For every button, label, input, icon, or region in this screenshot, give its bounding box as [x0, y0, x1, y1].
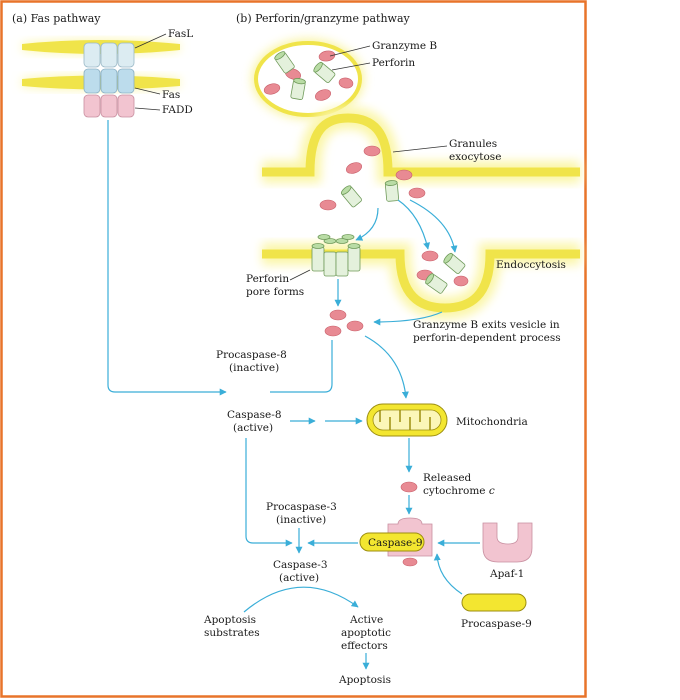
granules-leader — [392, 145, 448, 153]
pore-label-2: pore forms — [246, 286, 304, 298]
arrow-substrates-to-effectors — [243, 586, 359, 613]
caspase3-label-1: Caspase-3 — [273, 559, 328, 571]
panel-b-title: (b) Perforin/granzyme pathway — [236, 12, 411, 25]
exits-label-2: perforin-dependent process — [413, 332, 561, 344]
apoptosome — [359, 517, 433, 567]
panel-a-title: (a) Fas pathway — [12, 12, 101, 25]
target-membrane — [262, 243, 580, 320]
caspase9-label: Caspase-9 — [368, 537, 423, 549]
granzyme-exo-2 — [345, 162, 363, 174]
perforin-leader — [331, 62, 371, 71]
apaf1-label: Apaf-1 — [489, 568, 524, 580]
substrates-label-2: substrates — [204, 627, 260, 639]
perforin-syn-1 — [340, 185, 362, 208]
granzyme-cyto-3 — [324, 325, 342, 337]
procaspase9-label: Procaspase-9 — [461, 618, 532, 630]
endocytosis-label: Endoccytosis — [496, 259, 566, 271]
perforin-endo-1 — [443, 252, 466, 274]
orange-frame — [0, 0, 587, 698]
substrates-label-1: Apoptosis — [203, 614, 256, 626]
effectors-label-2: apoptotic — [341, 627, 391, 639]
pore-label-1: Perforin — [246, 273, 289, 285]
mitochondria-label: Mitochondria — [456, 416, 528, 428]
granule — [252, 39, 364, 119]
arrow-to-vesicle-2 — [409, 199, 458, 253]
arrow-vesicle-exit — [373, 311, 443, 326]
arrow-granzyme-to-mito — [364, 335, 409, 399]
procaspase3-label-1: Procaspase-3 — [266, 501, 337, 513]
pore-leader — [289, 269, 311, 281]
fas-to-caspase8-arrow — [107, 120, 227, 396]
granzyme-syn-3 — [408, 187, 426, 199]
procaspase3-label-2: (inactive) — [276, 514, 326, 526]
fas-label: Fas — [162, 89, 180, 101]
granzyme-b-leader — [329, 45, 371, 57]
caspase8-label-2: (active) — [233, 422, 273, 434]
granzyme-endo-3 — [453, 275, 469, 287]
fadd-trimer — [83, 94, 135, 118]
arrow-caspase8-to-caspase3 — [245, 438, 293, 547]
cytochrome-c — [400, 481, 418, 493]
perforin-pore — [311, 234, 361, 277]
granzyme-cyto-2 — [346, 320, 364, 332]
arrow-to-vesicle-1 — [397, 199, 430, 250]
caspase8-label-1: Caspase-8 — [227, 409, 282, 421]
granzyme-syn-2 — [395, 169, 413, 181]
released-label-2: cytochrome c — [423, 485, 495, 497]
granzyme-syn-1 — [319, 199, 337, 211]
caspase9-capsule — [359, 532, 425, 552]
fasl-leader — [134, 33, 167, 49]
fas-leader — [134, 87, 161, 95]
exocytosis-membrane — [262, 106, 580, 183]
apaf1-shape — [482, 522, 533, 563]
caspase3-label-2: (active) — [279, 572, 319, 584]
granules-label-1: Granules — [449, 138, 497, 150]
mitochondria — [366, 403, 448, 437]
granules-label-2: exocytose — [449, 151, 501, 163]
granzyme-endo-1 — [421, 250, 439, 262]
arrow-granzyme-to-caspase8 — [270, 340, 333, 393]
fasl-trimer — [83, 42, 135, 68]
granzyme-cyto-1 — [329, 309, 347, 321]
granzyme-exo-1 — [363, 145, 381, 157]
fadd-leader — [134, 107, 161, 111]
effectors-label-1: Active — [349, 614, 383, 626]
granzyme-b-label: Granzyme B — [372, 40, 437, 52]
arrow-perforin-to-pore — [355, 207, 379, 241]
fas-trimer — [83, 68, 135, 94]
arrow-procasp9-to-casp9 — [433, 553, 463, 595]
procaspase8-label-2: (inactive) — [229, 362, 279, 374]
procaspase9-capsule — [461, 593, 527, 612]
perforin-endo-2 — [425, 273, 448, 294]
perforin-label: Perforin — [372, 57, 415, 69]
released-label-1: Released — [423, 472, 472, 484]
procaspase8-label-1: Procaspase-8 — [216, 349, 287, 361]
apoptosis-label: Apoptosis — [338, 674, 391, 686]
exits-label-1: Granzyme B exits vesicle in — [413, 319, 560, 331]
effectors-label-3: effectors — [341, 640, 388, 652]
perforin-syn-2 — [384, 180, 399, 202]
fasl-label: FasL — [168, 28, 193, 40]
fadd-label: FADD — [162, 104, 193, 116]
